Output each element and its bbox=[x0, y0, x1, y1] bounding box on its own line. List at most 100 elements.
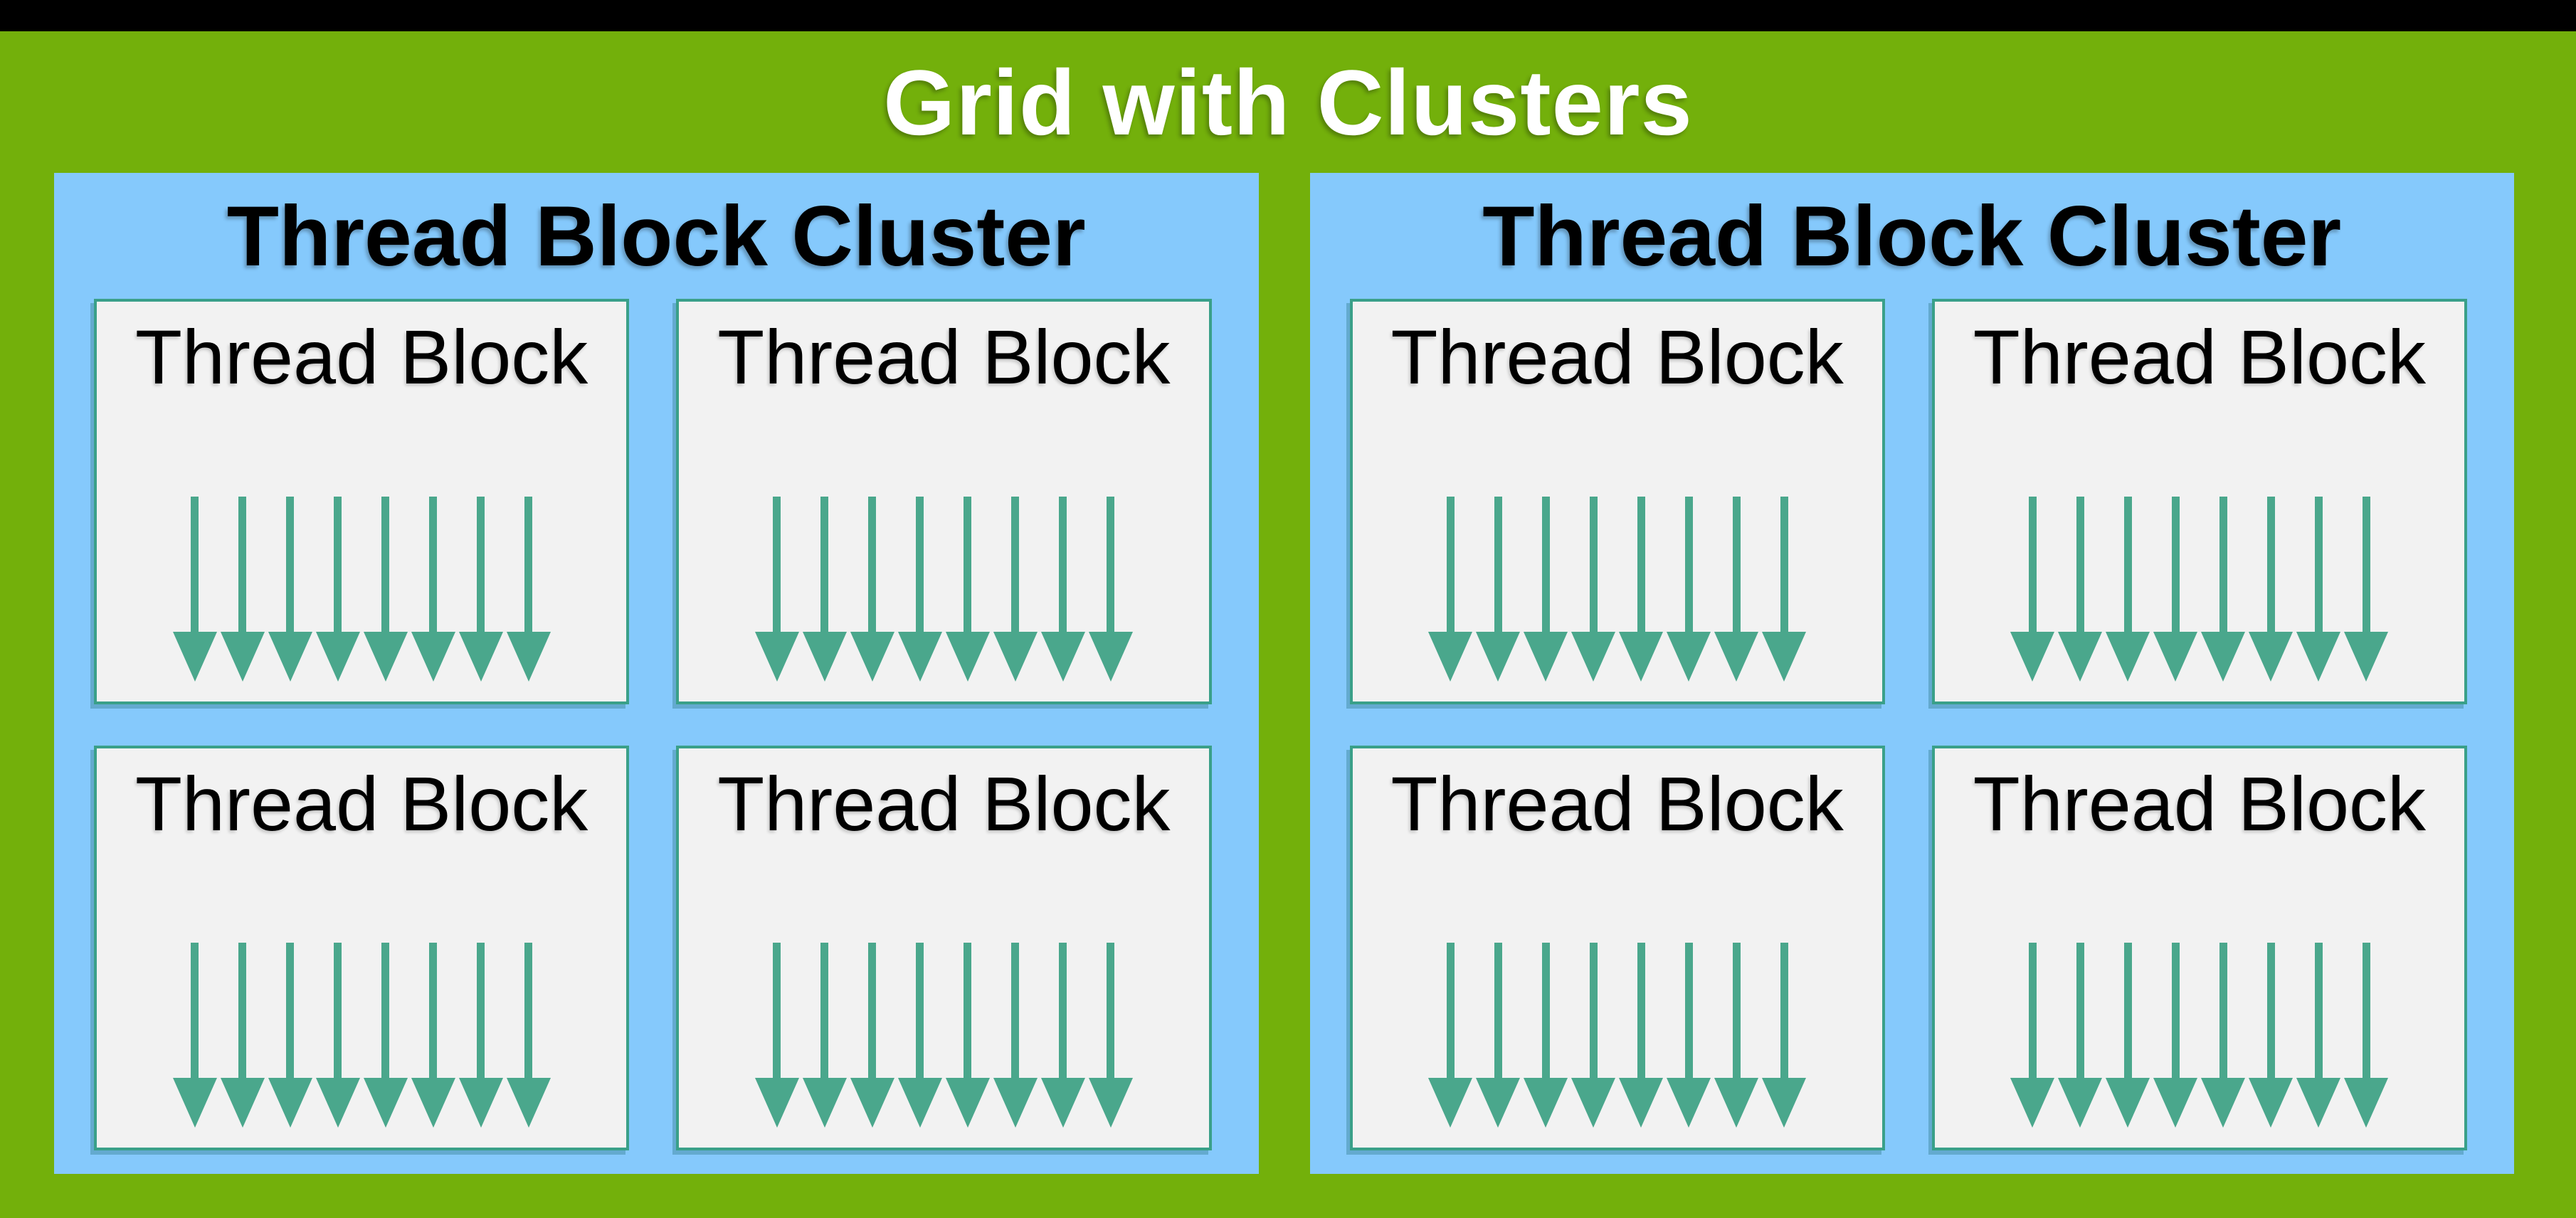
arrow-stem bbox=[1541, 496, 1550, 632]
arrow-stem bbox=[1732, 943, 1741, 1078]
thread-arrow-icon bbox=[1524, 943, 1568, 1128]
thread-block: Thread Block bbox=[676, 745, 1212, 1150]
arrow-head bbox=[1571, 1078, 1616, 1128]
thread-arrow-icon bbox=[220, 943, 265, 1128]
arrow-head bbox=[1762, 631, 1807, 682]
arrow-head bbox=[220, 631, 265, 682]
arrow-stem bbox=[286, 496, 295, 632]
thread-arrow-icon bbox=[2344, 943, 2389, 1128]
arrow-head bbox=[411, 631, 455, 682]
arrow-stem bbox=[820, 943, 829, 1078]
arrow-head bbox=[1619, 1078, 1664, 1128]
thread-arrow-icon bbox=[2153, 943, 2198, 1128]
arrow-stem bbox=[773, 496, 781, 632]
arrow-stem bbox=[524, 496, 533, 632]
thread-block: Thread Block bbox=[676, 299, 1212, 704]
thread-arrow-icon bbox=[1667, 496, 1711, 682]
arrow-head bbox=[2010, 1078, 2055, 1128]
arrow-head bbox=[2106, 1078, 2150, 1128]
arrow-head bbox=[2296, 631, 2341, 682]
thread-arrow-icon bbox=[2249, 496, 2293, 682]
thread-arrow-icon bbox=[1762, 496, 1807, 682]
thread-arrow-icon bbox=[2010, 943, 2055, 1128]
arrow-head bbox=[506, 631, 551, 682]
arrow-head bbox=[1619, 631, 1664, 682]
arrow-head bbox=[1571, 631, 1616, 682]
thread-block-grid: Thread Block Thread Block bbox=[1310, 299, 2515, 1174]
arrow-head bbox=[2153, 1078, 2198, 1128]
arrow-stem bbox=[1637, 943, 1645, 1078]
arrow-head bbox=[1714, 1078, 1759, 1128]
thread-block-label: Thread Block bbox=[1973, 760, 2427, 847]
arrow-stem bbox=[381, 943, 390, 1078]
grid-title: Grid with Clusters bbox=[883, 50, 1693, 154]
arrow-head bbox=[268, 631, 312, 682]
thread-arrows-group bbox=[754, 943, 1133, 1128]
thread-arrow-icon bbox=[1762, 943, 1807, 1128]
arrow-head bbox=[2344, 1078, 2389, 1128]
thread-arrow-icon bbox=[1714, 496, 1759, 682]
thread-arrow-icon bbox=[172, 496, 217, 682]
arrow-stem bbox=[868, 943, 877, 1078]
arrow-stem bbox=[2266, 943, 2275, 1078]
arrow-head bbox=[268, 1078, 312, 1128]
thread-arrow-icon bbox=[315, 496, 360, 682]
thread-arrow-icon bbox=[1714, 943, 1759, 1128]
thread-arrow-icon bbox=[2010, 496, 2055, 682]
thread-arrow-icon bbox=[1619, 496, 1664, 682]
arrow-stem bbox=[773, 943, 781, 1078]
arrow-head bbox=[1667, 1078, 1711, 1128]
arrow-stem bbox=[2219, 943, 2227, 1078]
arrow-head bbox=[1428, 631, 1473, 682]
arrow-stem bbox=[1494, 943, 1502, 1078]
arrow-head bbox=[802, 1078, 847, 1128]
arrow-head bbox=[2249, 631, 2293, 682]
arrow-head bbox=[315, 631, 360, 682]
arrow-head bbox=[1524, 1078, 1568, 1128]
thread-arrow-icon bbox=[363, 943, 408, 1128]
thread-block-label: Thread Block bbox=[1390, 314, 1844, 400]
arrow-stem bbox=[2266, 496, 2275, 632]
arrow-stem bbox=[286, 943, 295, 1078]
arrow-stem bbox=[1684, 496, 1693, 632]
arrow-stem bbox=[429, 943, 438, 1078]
arrow-head bbox=[2106, 631, 2150, 682]
arrow-head bbox=[993, 631, 1038, 682]
arrow-head bbox=[458, 631, 503, 682]
thread-arrow-icon bbox=[2106, 943, 2150, 1128]
thread-arrow-icon bbox=[315, 943, 360, 1128]
arrow-head bbox=[1714, 631, 1759, 682]
arrow-stem bbox=[381, 496, 390, 632]
thread-arrow-icon bbox=[458, 943, 503, 1128]
arrow-stem bbox=[2314, 496, 2323, 632]
arrow-stem bbox=[2171, 496, 2180, 632]
thread-arrow-icon bbox=[506, 943, 551, 1128]
thread-arrow-icon bbox=[172, 943, 217, 1128]
arrow-head bbox=[2153, 631, 2198, 682]
thread-arrow-icon bbox=[458, 496, 503, 682]
arrow-stem bbox=[191, 496, 199, 632]
arrow-stem bbox=[1732, 496, 1741, 632]
arrow-stem bbox=[820, 496, 829, 632]
arrow-stem bbox=[1011, 496, 1020, 632]
thread-arrow-icon bbox=[850, 496, 894, 682]
arrow-stem bbox=[2123, 496, 2132, 632]
arrow-head bbox=[2058, 631, 2103, 682]
arrow-head bbox=[363, 1078, 408, 1128]
arrow-head bbox=[2058, 1078, 2103, 1128]
arrow-stem bbox=[1494, 496, 1502, 632]
thread-arrow-icon bbox=[1428, 943, 1473, 1128]
arrow-stem bbox=[2123, 943, 2132, 1078]
cluster-title: Thread Block Cluster bbox=[226, 188, 1086, 284]
thread-arrows-group bbox=[754, 496, 1133, 682]
arrow-stem bbox=[2028, 943, 2037, 1078]
arrow-head bbox=[754, 1078, 799, 1128]
thread-arrow-icon bbox=[1040, 943, 1085, 1128]
thread-arrow-icon bbox=[850, 943, 894, 1128]
arrow-stem bbox=[524, 943, 533, 1078]
thread-arrow-icon bbox=[2296, 943, 2341, 1128]
arrow-stem bbox=[1446, 496, 1455, 632]
arrow-stem bbox=[477, 496, 485, 632]
arrow-stem bbox=[2076, 496, 2084, 632]
thread-arrow-icon bbox=[411, 496, 455, 682]
